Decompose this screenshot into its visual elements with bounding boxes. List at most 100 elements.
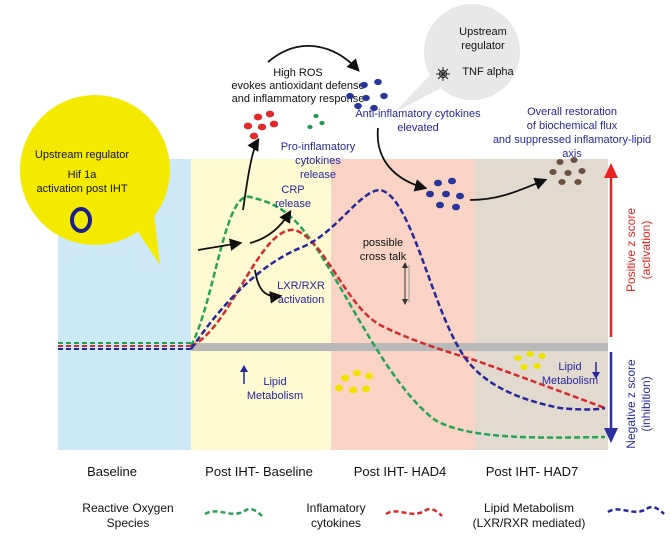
lipid-dot-cluster-left-dot [349,386,357,394]
tnf-bubble-tail [395,75,447,112]
lipid-dot-cluster-right-dot [520,364,528,370]
legend-ros-swatch [204,507,263,517]
anti-inflammatory-dot-cluster-top-dot [346,92,354,100]
tnf-star-icon [436,67,450,81]
restoration-dot-cluster-dot [549,169,557,175]
hif-bubble-line-1: Hif 1a [68,169,98,181]
lipid-up-line-1: Lipid [263,376,286,388]
tnf-bubble-label: TNF alpha [462,66,514,78]
ros-dot-cluster-dot [307,124,313,130]
pro-inflammatory-dot-cluster-dot [243,122,253,130]
restoration-line-4: axis [562,148,582,160]
anti-inflammatory-dot-cluster-top-dot [374,78,382,86]
lipid-dot-cluster-left-dot [365,372,373,380]
lipid-dot-cluster-left-dot [341,374,349,382]
restoration-dot-cluster-dot [564,170,572,176]
lipid-dot-cluster-left [335,369,373,394]
legend-ros-label-1: Reactive Oxygen [82,501,173,515]
lipid-dot-cluster-right-dot [526,351,534,357]
pro-inflammatory-dot-cluster [243,110,279,140]
restoration-dot-cluster-dot [558,179,566,185]
pro-inflammatory-dot-cluster-dot [253,113,263,121]
anti-inflammatory-dot-cluster-mid-dot [426,190,434,198]
anti-inflammatory-dot-cluster-top-dot [354,102,362,110]
pro-inflammatory-dot-cluster-dot [249,132,259,140]
restoration-dot-cluster [549,157,586,185]
restoration-dot-cluster-dot [574,179,582,185]
arrow-to-lxr [254,269,283,304]
arrow-into-crp [197,238,243,251]
negative-zscore-arrowhead [604,428,618,443]
anti-inflam-line-1: Anti-inflamatory cytokines [355,108,481,120]
pro-inflam-line-3: release [300,169,336,181]
anti-inflammatory-dot-cluster-mid-dot [442,190,450,198]
lipid-dot-cluster-left-dot [353,369,361,377]
anti-inflammatory-dot-cluster-mid-dot [436,201,444,209]
anti-inflammatory-dot-cluster-mid-dot [452,203,460,211]
phase-label-had4: Post IHT- HAD4 [354,464,446,479]
lipid-dot-cluster-right-dot [538,353,546,359]
cross-talk-line-2: cross talk [360,251,407,263]
arrow-to-proinflam [242,137,260,211]
hif-bubble-title: Upstream regulator [35,149,129,161]
hif-upstream-bubble [20,95,170,245]
lxr-line-2: activation [278,294,324,306]
phase-label-had7: Post IHT- HAD7 [486,464,578,479]
zero-baseline-bar [191,343,608,351]
pro-inflam-line-2: cytokines [295,155,341,167]
lipid-up-arrow-icon [240,365,248,384]
phase-label-post-baseline: Post IHT- Baseline [205,464,313,479]
arrow-to-restoration [469,177,548,201]
negative-zscore-label: Negative z score [624,359,638,449]
legend-ros-label-2: Species [107,516,150,530]
restoration-line-2: of biochemical flux [527,120,618,132]
hif-ring-icon [70,207,92,233]
phase-panel-post-baseline [191,159,331,450]
legend-lipid-label-1: Lipid Metabolism [484,501,574,515]
phase-label-baseline: Baseline [87,464,137,479]
arrow-antiinflam-down [376,127,428,192]
restoration-line-3: and suppressed inflamatory-lipid [493,134,651,146]
pro-inflam-line-1: Pro-inflamatory [281,141,356,153]
negative-zscore-sublabel: (inhibition) [639,376,653,431]
lipid-dot-cluster-right-dot [533,363,541,369]
high-ros-line-2: evokes antioxidant defense [231,80,364,92]
crp-line-1: CRP [281,184,304,196]
phase-panel-had7 [475,159,608,450]
restoration-dot-cluster-dot [556,159,564,165]
anti-inflammatory-dot-cluster-top-dot [362,94,370,102]
tnf-upstream-bubble [424,4,520,100]
lipid-trend-curve [189,188,606,411]
lxr-line-1: LXR/RXR [277,280,325,292]
pro-inflammatory-dot-cluster-dot [269,120,279,128]
hif-bubble-line-2: activation post IHT [36,183,127,195]
tnf-bubble-title-2: regulator [461,40,505,52]
positive-zscore-arrowhead [604,163,618,178]
lipid-dot-cluster-left-dot [335,384,343,392]
positive-zscore-label: Positive z score [624,208,638,292]
lipid-dot-cluster-left-dot [362,385,370,393]
anti-inflammatory-dot-cluster-mid [426,177,464,211]
high-ros-line-3: and inflammatory response [232,93,365,105]
legend-cytokines-label-1: Inflamatory [306,501,365,515]
high-ros-line-1: High ROS [273,67,323,79]
restoration-dot-cluster-dot [578,168,586,174]
anti-inflammatory-dot-cluster-top-dot [380,92,388,100]
anti-inflammatory-dot-cluster-mid-dot [434,179,442,187]
restoration-line-1: Overall restoration [527,106,617,118]
cytokine-trend-curve [190,228,606,410]
ros-dot-cluster-dot [319,120,325,126]
ros-dot-cluster [307,113,325,130]
legend-lipid-label-2: (LXR/RXR mediated) [473,516,586,530]
anti-inflam-line-2: elevated [397,122,439,134]
phase-panel-had4 [331,159,475,450]
ros-trend-curve [189,195,606,439]
lipid-dot-cluster-right [514,351,546,370]
anti-inflammatory-dot-cluster-top-dot [370,104,378,112]
lipid-dot-cluster-right-dot [514,355,522,361]
anti-inflammatory-dot-cluster-top [346,78,388,112]
pro-inflammatory-dot-cluster-dot [265,110,275,118]
legend-cytokines-swatch [385,507,443,517]
anti-inflammatory-dot-cluster-mid-dot [456,192,464,200]
